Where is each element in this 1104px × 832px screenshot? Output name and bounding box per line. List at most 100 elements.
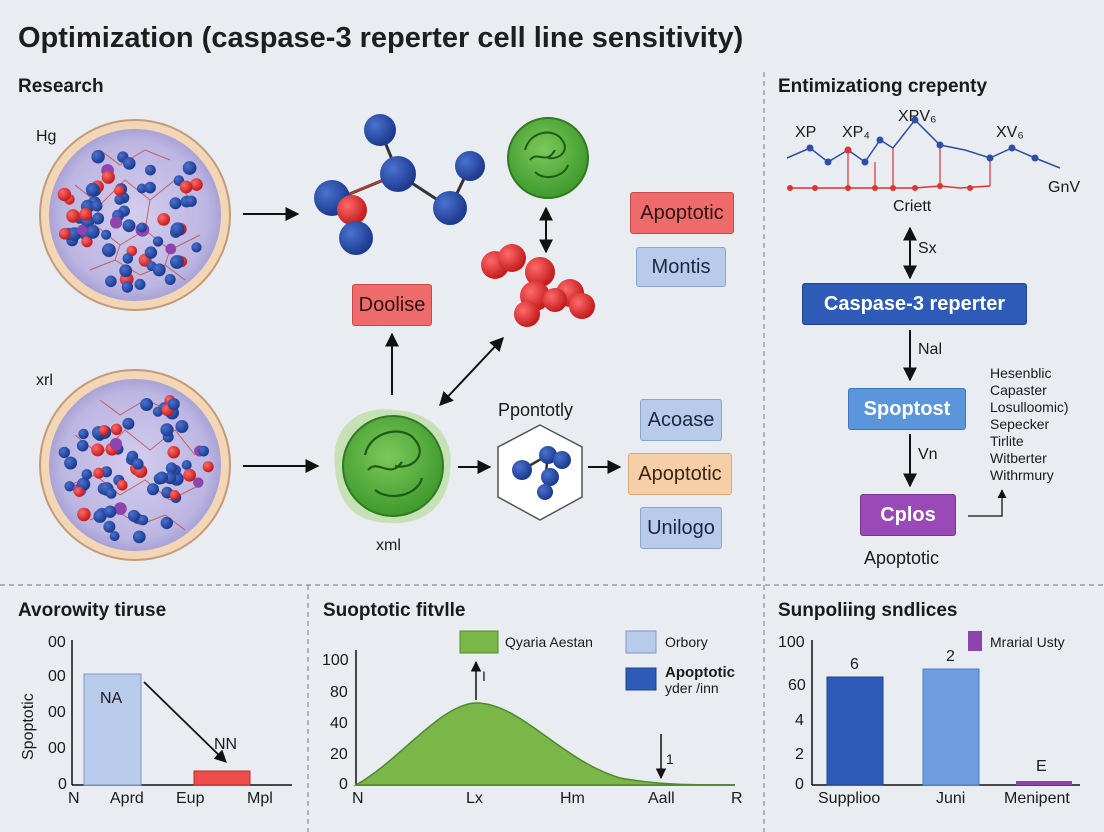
- side-list-item: Witberter: [990, 450, 1047, 466]
- y-tick: 00: [48, 704, 66, 721]
- label-nal: Nal: [918, 341, 943, 358]
- cell-particle: [121, 281, 134, 293]
- cell-particle: [147, 483, 159, 496]
- y-tick: 80: [330, 684, 348, 701]
- x-tick: Lx: [466, 790, 483, 807]
- flow-arrows: [243, 206, 622, 474]
- cell-particle: [202, 461, 214, 473]
- label-criett: Criett: [893, 198, 932, 215]
- cell-particle: [91, 443, 105, 457]
- cell-particle: [152, 236, 164, 247]
- x-tick: Aall: [648, 790, 675, 807]
- cell-particle: [193, 477, 204, 488]
- cell-particle: [93, 467, 105, 479]
- bar-nn: [193, 770, 251, 786]
- side-list-item: Capaster: [990, 382, 1047, 398]
- y-tick: 0: [58, 776, 67, 793]
- cell-particle: [140, 398, 154, 411]
- peak-label-1: XP: [795, 124, 817, 141]
- side-list-item: Sepecker: [990, 416, 1050, 432]
- cell-particle: [101, 170, 115, 184]
- x-tick: N: [352, 790, 364, 807]
- cell-particle: [167, 445, 180, 459]
- cell-particle: [122, 253, 134, 264]
- legend-item: yder /inn: [665, 680, 719, 696]
- label-ppontotly: Ppontotly: [498, 400, 574, 420]
- cell-particle: [110, 423, 123, 435]
- box-apoptotic-red: Apoptotic: [630, 192, 734, 234]
- box-spoptost: Spoptost: [848, 388, 966, 430]
- section-heading-bottom-left: Avorowity tiruse: [18, 600, 167, 621]
- cell-particle: [77, 507, 91, 522]
- legend-item: Orbory: [665, 634, 708, 650]
- box-doolise: Doolise: [352, 284, 432, 326]
- label-sx: Sx: [918, 240, 937, 257]
- x-tick: Hm: [560, 790, 585, 807]
- cell-particle: [81, 469, 93, 480]
- bar-label-na: NA: [100, 690, 123, 707]
- section-heading-research: Research: [18, 76, 104, 97]
- peak-label-2: XP₄: [842, 124, 870, 141]
- cell-particle: [137, 514, 149, 526]
- cell-particle: [103, 520, 116, 533]
- peak-network: [786, 116, 1061, 191]
- side-list: Hesenblic Capaster Losulloomic) Sepecker…: [990, 365, 1069, 484]
- cell-particle: [198, 445, 210, 457]
- molecule-blue-red: [314, 114, 485, 255]
- section-dividers: [0, 72, 1104, 832]
- box-acoase: Acoase: [640, 399, 722, 441]
- y-tick: 4: [795, 712, 804, 729]
- label-gnv: GnV: [1048, 179, 1081, 196]
- cell-particle: [58, 228, 71, 240]
- box-montis: Montis: [636, 247, 726, 287]
- cell-particle: [145, 164, 156, 176]
- y-axis-label: Spoptotic: [20, 693, 37, 760]
- x-tick: Supplioo: [818, 790, 881, 807]
- y-tick: 100: [322, 652, 349, 669]
- cell-particle: [122, 219, 136, 233]
- cell-particle: [116, 479, 128, 491]
- green-cell-top: [507, 117, 589, 199]
- cell-particle: [136, 183, 147, 194]
- legend-item: Qyaria Aestan: [505, 634, 593, 650]
- cell-particle: [157, 213, 171, 226]
- cell-particle: [93, 509, 107, 523]
- cell-particle: [64, 481, 75, 492]
- cell-particle: [57, 187, 71, 202]
- cell-particle: [191, 242, 202, 253]
- red-cluster: [481, 244, 595, 327]
- cell-particle: [127, 509, 140, 522]
- cell-particle: [105, 275, 117, 288]
- cell-particle: [164, 274, 176, 285]
- cell-particle: [92, 212, 105, 225]
- bar-juni: [922, 668, 980, 786]
- cell-particle: [114, 194, 125, 205]
- legend-item: Apoptotic: [665, 664, 735, 681]
- bar-na: [83, 673, 142, 786]
- cell-particle: [132, 530, 146, 544]
- cell-particle: [144, 181, 156, 194]
- y-tick: 00: [48, 740, 66, 757]
- marker-label: I: [482, 668, 486, 684]
- bar-menipent: [1016, 781, 1072, 785]
- cell-particle: [110, 216, 123, 229]
- cell-particle: [170, 222, 185, 237]
- peak-label-3: XPV₆: [898, 108, 937, 125]
- label-xrl: xrl: [36, 372, 53, 389]
- box-apoptotic-peach: Apoptotic: [628, 453, 732, 495]
- bar-value: E: [1036, 758, 1047, 775]
- cell-particle: [114, 502, 127, 515]
- cell-particle: [137, 222, 147, 233]
- bar-value: 6: [850, 656, 859, 673]
- cell-particle: [160, 423, 174, 437]
- cell-particle: [169, 490, 180, 501]
- side-list-item: Losulloomic): [990, 399, 1069, 415]
- page-title: Optimization (caspase-3 reperter cell li…: [18, 22, 744, 54]
- cell-particle: [91, 150, 105, 164]
- bar-supplioo: [826, 676, 884, 786]
- hexagon-molecule: [497, 424, 583, 521]
- cell-particle: [66, 209, 80, 223]
- side-list-item: Tirlite: [990, 433, 1024, 449]
- cell-particle: [182, 161, 197, 175]
